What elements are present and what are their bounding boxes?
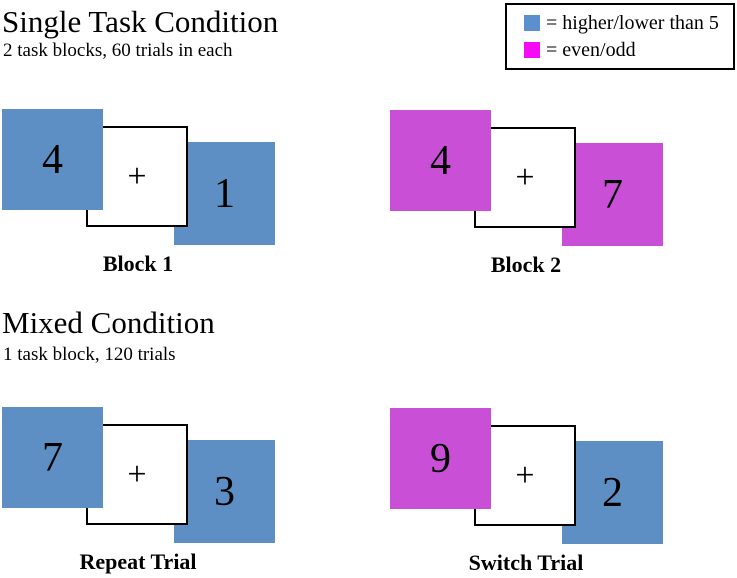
- trial-group-block2: 7 + 4 Block 2: [390, 110, 670, 285]
- group-label-repeat: Repeat Trial: [79, 549, 197, 574]
- stimulus-square: 2: [562, 441, 663, 544]
- stimulus-square: 3: [174, 440, 275, 543]
- stimulus-square: 7: [2, 407, 103, 508]
- stimulus-square: 4: [2, 109, 103, 210]
- legend-item-even-odd: = even/odd: [524, 39, 733, 62]
- stimulus-number: 4: [42, 136, 63, 183]
- legend-magenta-swatch: [524, 42, 540, 58]
- single-condition-subtitle: 2 task blocks, 60 trials in each: [3, 40, 233, 61]
- fixation-cross: +: [515, 456, 535, 494]
- stimulus-number: 7: [42, 434, 63, 481]
- fixation-square: +: [86, 424, 188, 525]
- stimulus-square: 4: [390, 110, 491, 211]
- mixed-condition-subtitle: 1 task block, 120 trials: [3, 344, 176, 365]
- fixation-cross: +: [515, 158, 535, 196]
- stimulus-number: 1: [214, 170, 235, 217]
- single-condition-title: Single Task Condition: [2, 4, 279, 39]
- fixation-cross: +: [127, 455, 147, 493]
- trial-group-block1: 1 + 4 Block 1: [2, 109, 282, 284]
- legend-blue-swatch: [524, 15, 540, 31]
- stimulus-number: 7: [602, 171, 623, 218]
- legend-label: = even/odd: [546, 38, 636, 61]
- stimulus-number: 4: [430, 137, 451, 184]
- mixed-condition-title: Mixed Condition: [2, 305, 215, 340]
- stimulus-number: 2: [602, 469, 623, 516]
- legend-label: = higher/lower than 5: [546, 11, 719, 34]
- trial-group-repeat: 3 + 7 Repeat Trial: [2, 407, 282, 578]
- fixation-square: +: [474, 425, 576, 526]
- fixation-square: +: [86, 126, 188, 227]
- group-label-block2: Block 2: [490, 252, 562, 277]
- legend-item-higher-lower: = higher/lower than 5: [524, 12, 733, 35]
- stimulus-number: 3: [214, 468, 235, 515]
- stimulus-number: 9: [430, 435, 451, 482]
- legend-box: = higher/lower than 5 = even/odd: [505, 3, 735, 70]
- fixation-cross: +: [127, 157, 147, 195]
- stimulus-square: 7: [562, 143, 663, 246]
- stimulus-square: 1: [174, 142, 275, 245]
- group-label-block1: Block 1: [102, 251, 174, 276]
- stimulus-square: 9: [390, 408, 491, 509]
- group-label-switch: Switch Trial: [468, 550, 584, 575]
- trial-group-switch: 2 + 9 Switch Trial: [390, 408, 670, 578]
